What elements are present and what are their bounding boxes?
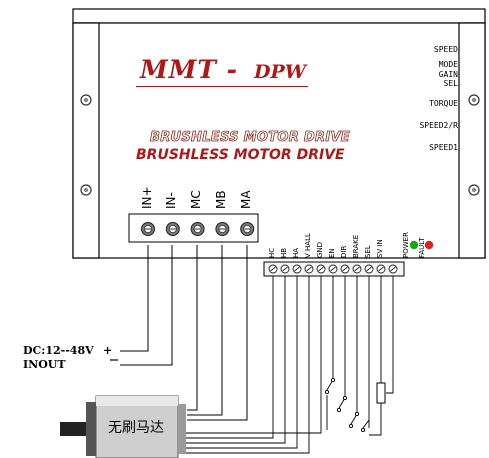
screw-icon	[80, 184, 92, 196]
signal-wires	[185, 276, 394, 454]
left-mount-ear	[72, 22, 100, 259]
signal-label-dir: DIR	[340, 245, 348, 258]
screw-icon	[468, 184, 480, 196]
terminal-label-in-minus: IN-	[164, 192, 178, 209]
supply-plus-sign: +	[103, 344, 113, 357]
motor-label: 无刷马达	[108, 420, 164, 436]
potentiometer-icon	[376, 382, 386, 404]
signal-terminal-screw-icon	[352, 264, 362, 274]
signal-terminal-screw-icon	[280, 264, 290, 274]
label-speed2r: SPEED2/R	[419, 121, 458, 130]
signal-label-vhall: V HALL	[304, 233, 312, 258]
power-terminal-screw-icon	[215, 222, 230, 236]
supply-voltage-label: DC:12--48V	[23, 344, 94, 357]
supply-input-label: INOUT	[23, 358, 66, 371]
power-terminal-screw-icon	[165, 222, 180, 236]
switch-icons	[324, 377, 370, 433]
power-terminal-screw-icon	[141, 222, 155, 236]
terminal-label-in-plus: IN+	[140, 186, 154, 209]
signal-label-gnd: GND	[316, 241, 324, 258]
screw-icon	[80, 94, 92, 106]
fault-led-icon	[424, 240, 434, 250]
power-terminal-screw-icon	[240, 222, 255, 236]
screw-icon	[468, 94, 480, 106]
signal-label-en: EN	[328, 248, 336, 258]
signal-terminal-screw-icon	[388, 264, 398, 274]
signal-label-ha: HA	[292, 247, 300, 258]
label-speed1: SPEED1	[429, 143, 458, 152]
product-title-outline: BRUSHLESS MOTOR DRIVE	[150, 130, 350, 146]
supply-minus-sign: —	[96, 356, 107, 369]
label-torque: TORQUE	[429, 99, 458, 108]
power-wires	[120, 245, 248, 421]
brand-logo-sub: DPW	[254, 61, 307, 83]
signal-label-hc: HC	[268, 247, 276, 258]
power-terminal-screw-icon	[190, 222, 205, 236]
signal-label-brake: BRAKE	[352, 234, 360, 258]
signal-terminal-screw-icon	[364, 264, 374, 274]
signal-terminal-screw-icon	[268, 264, 278, 274]
motor-icon	[60, 395, 186, 458]
signal-terminal-screw-icon	[340, 264, 350, 274]
label-speed: SPEED	[433, 45, 458, 54]
signal-terminal-screw-icon	[328, 264, 338, 274]
signal-label-power: POWER	[402, 232, 410, 258]
signal-label-sel: SEL	[364, 245, 372, 258]
label-sel: SEL	[443, 79, 458, 88]
label-gain: GAIN	[438, 70, 458, 79]
terminal-label-ma: MA	[239, 190, 253, 209]
product-title: BRUSHLESS MOTOR DRIVE	[136, 147, 345, 163]
signal-terminal-screw-icon	[376, 264, 386, 274]
signal-label-fault: FAULT	[418, 237, 426, 258]
brand-logo: MMT -	[140, 55, 239, 84]
right-labels: SPEED MODE GAIN SEL TORQUE SPEED2/R SPEE…	[400, 0, 458, 200]
terminal-label-mc: MC	[189, 190, 203, 209]
terminal-label-mb: MB	[214, 190, 228, 209]
power-led-icon	[409, 240, 419, 250]
signal-terminal-screw-icon	[304, 264, 314, 274]
right-mount-ear	[458, 22, 486, 259]
signal-label-svin: SV IN	[376, 239, 384, 258]
label-mode: MODE	[438, 60, 458, 69]
signal-terminal-screw-icon	[292, 264, 302, 274]
brand-underline	[136, 86, 308, 87]
signal-label-hb: HB	[280, 247, 288, 258]
signal-terminal-screw-icon	[316, 264, 326, 274]
